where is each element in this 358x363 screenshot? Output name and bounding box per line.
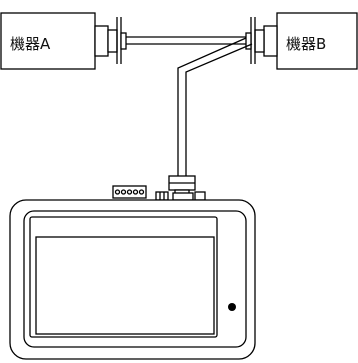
panel-display: [35, 236, 215, 335]
device-a-connector: [94, 17, 127, 64]
cable-plug: [168, 175, 196, 195]
terminal-block: [112, 185, 147, 199]
device-b: 機器B: [276, 12, 358, 70]
device-a-box: [0, 12, 96, 70]
device-b-box: [276, 12, 358, 70]
device-b-connector: [245, 17, 278, 64]
cable-branch: [177, 37, 253, 176]
serial-port: [172, 191, 206, 201]
cable-a-b: [126, 36, 246, 45]
panel-outer-frame: [9, 199, 256, 360]
device-a: 機器A: [0, 12, 96, 70]
device-b-label: 機器B: [286, 35, 326, 53]
panel-bezel: [23, 210, 247, 348]
touch-panel: [9, 199, 256, 360]
panel-led-icon: [228, 303, 236, 311]
panel-screen-frame: [29, 216, 218, 338]
device-a-label: 機器A: [10, 35, 51, 53]
small-port: [155, 191, 169, 201]
